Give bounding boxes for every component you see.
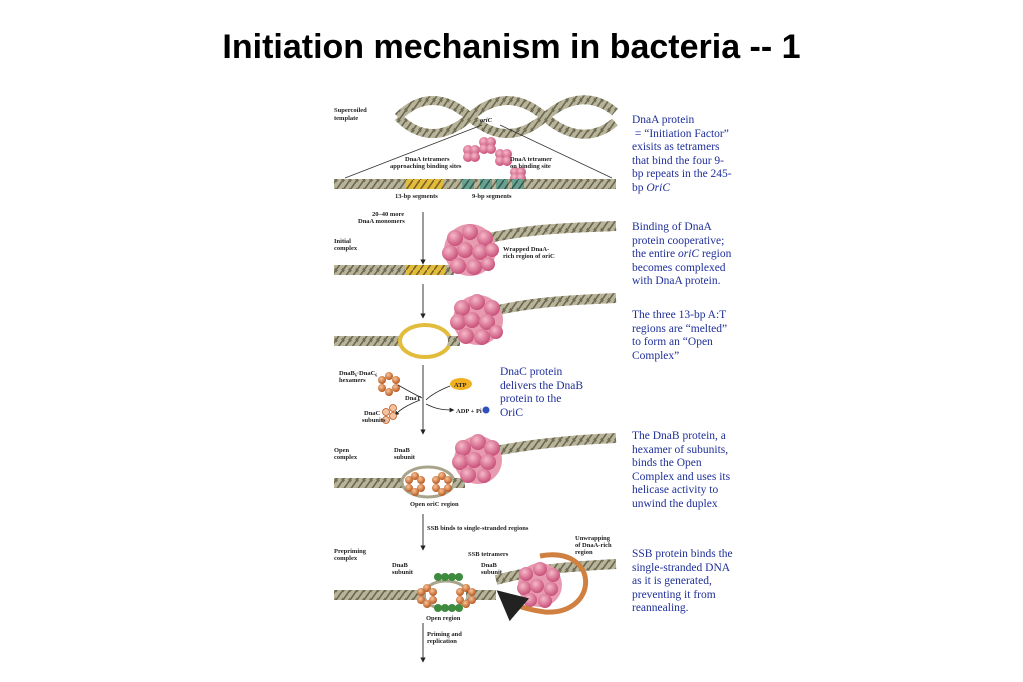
initial-complex-dna	[334, 221, 617, 275]
label-wrapped-2: rich region of oriC	[503, 253, 555, 260]
label-9bp: 9-bp segments	[472, 193, 512, 200]
annotation-dnab: The DnaB protein, a hexamer of subunits,…	[632, 430, 731, 510]
zoom-line-right	[499, 124, 613, 179]
label-wrapped-1: Wrapped DnaA-	[503, 246, 549, 253]
label-dnac-sub-1: DnaC	[364, 410, 381, 417]
phosphate-icon	[482, 406, 490, 414]
zoom-line-left	[344, 124, 483, 179]
melted-complex-dna	[334, 293, 617, 359]
atp-badge: ATP	[450, 378, 472, 390]
label-priming-1: Priming and	[427, 631, 462, 638]
label-dnat: DnaT	[405, 395, 422, 402]
dnab-hexamer-right	[432, 472, 452, 496]
label-open-region: Open region	[426, 615, 461, 622]
svg-text:ATP: ATP	[454, 382, 467, 389]
supercoiled-template	[394, 95, 618, 139]
annotation-binding-line-3: the entire oriC region	[632, 248, 732, 260]
label-13bp: 13-bp segments	[395, 193, 438, 200]
annotation-dnaa: DnaA protein = “Initiation Factor” exisi…	[632, 114, 762, 195]
label-dnaa-approach-1: DnaA tetramers	[405, 156, 450, 163]
label-unwrap-2: of DnaA-rich	[575, 542, 612, 549]
label-prepriming-1: Prepriming	[334, 548, 367, 555]
annotation-dnaa-line-3: exisits as tetramers	[632, 141, 720, 153]
label-dnab-sub-a1: DnaB	[394, 447, 411, 454]
label-adp: ADP + Pi	[456, 408, 482, 415]
annotation-dnaa-line-5: bp repeats in the 245-	[632, 168, 732, 180]
label-dnaa-on-1: DnaA tetramer	[510, 156, 552, 163]
label-priming-2: replication	[427, 638, 457, 645]
dnab-hexamer-prepriming-right	[456, 584, 476, 608]
annotation-binding-line-5: with DnaA protein.	[632, 275, 721, 287]
dnaa-tetramers-approaching	[463, 137, 526, 183]
label-dnab-sub-c1: DnaB	[481, 562, 498, 569]
annotation-dnaa-line-6: bp OriC	[632, 181, 671, 194]
arrow-dnac-out	[394, 399, 421, 416]
label-dnab-sub-c2: subunit	[481, 569, 503, 576]
label-open-2: complex	[334, 454, 358, 461]
label-open-1: Open	[334, 447, 350, 454]
dnab-hexamer-prepriming-left	[417, 584, 437, 608]
annotation-dnaa-line-2: = “Initiation Factor”	[632, 127, 729, 140]
dnaa-cluster-open	[452, 434, 502, 484]
annotation-dnaa-line-4: that bind the four 9-	[632, 154, 724, 167]
linear-oric-dna	[334, 179, 616, 189]
label-initial-1: Initial	[334, 238, 351, 245]
label-more-2: DnaA monomers	[358, 218, 405, 225]
dnaa-cluster-unwrapping	[517, 562, 562, 608]
label-dnab-sub-b1: DnaB	[392, 562, 409, 569]
label-ssb-tet: SSB tetramers	[468, 551, 509, 558]
label-dnaa-approach-2: approaching binding sites	[390, 163, 462, 170]
label-unwrap-1: Unwrapping	[575, 535, 611, 542]
label-prepriming-2: complex	[334, 555, 358, 562]
label-oric-small: oriC	[480, 117, 493, 124]
arrow-adp	[425, 403, 455, 413]
open-complex-dna	[334, 433, 617, 499]
label-dnab-sub-b2: subunit	[392, 569, 414, 576]
annotation-dnaa-line-1: DnaA protein	[632, 114, 695, 126]
label-dnaa-on-2: on binding site	[510, 163, 551, 170]
label-dnac-sub-2: subunits	[362, 417, 386, 424]
annotation-dnac: DnaC protein delivers the DnaB protein t…	[500, 366, 584, 419]
label-open-oric: Open oriC region	[410, 501, 459, 508]
dnaa-cluster-initial	[442, 224, 499, 276]
arrow-dnat-in	[397, 384, 423, 399]
arrow-atp	[425, 385, 451, 401]
dnab-hexamer-left	[405, 472, 425, 496]
label-more-1: 20–40 more	[372, 211, 404, 218]
label-ssb-binds: SSB binds to single-stranded regions	[427, 525, 529, 532]
annotation-binding-line-2: protein cooperative;	[632, 234, 725, 247]
dnab-dnac-hexamer	[378, 372, 400, 396]
dnaa-cluster-melted	[450, 294, 503, 345]
label-initial-2: complex	[334, 245, 358, 252]
label-dnab-dnac-1: DnaB₆·DnaC₆	[339, 370, 377, 377]
annotation-binding: Binding of DnaA protein cooperative; the…	[632, 221, 762, 289]
unwrap-arrow-icon	[496, 552, 589, 622]
label-template: template	[334, 115, 358, 122]
annotation-binding-line-1: Binding of DnaA	[632, 221, 712, 233]
label-dnab-sub-a2: subunit	[394, 454, 416, 461]
annotation-binding-line-4: becomes complexed	[632, 261, 726, 274]
label-supercoiled: Supercoiled	[334, 107, 367, 114]
label-dnab-dnac-2: hexamers	[339, 377, 366, 384]
annotation-melted: The three 13-bp A:T regions are “melted”…	[632, 309, 728, 362]
label-unwrap-3: region	[575, 549, 593, 556]
page-title: Initiation mechanism in bacteria -- 1	[222, 28, 801, 66]
dnac-subunits	[382, 404, 397, 424]
ssb-tetramers	[434, 573, 463, 612]
annotation-ssb: SSB protein binds the single-stranded DN…	[632, 548, 733, 614]
